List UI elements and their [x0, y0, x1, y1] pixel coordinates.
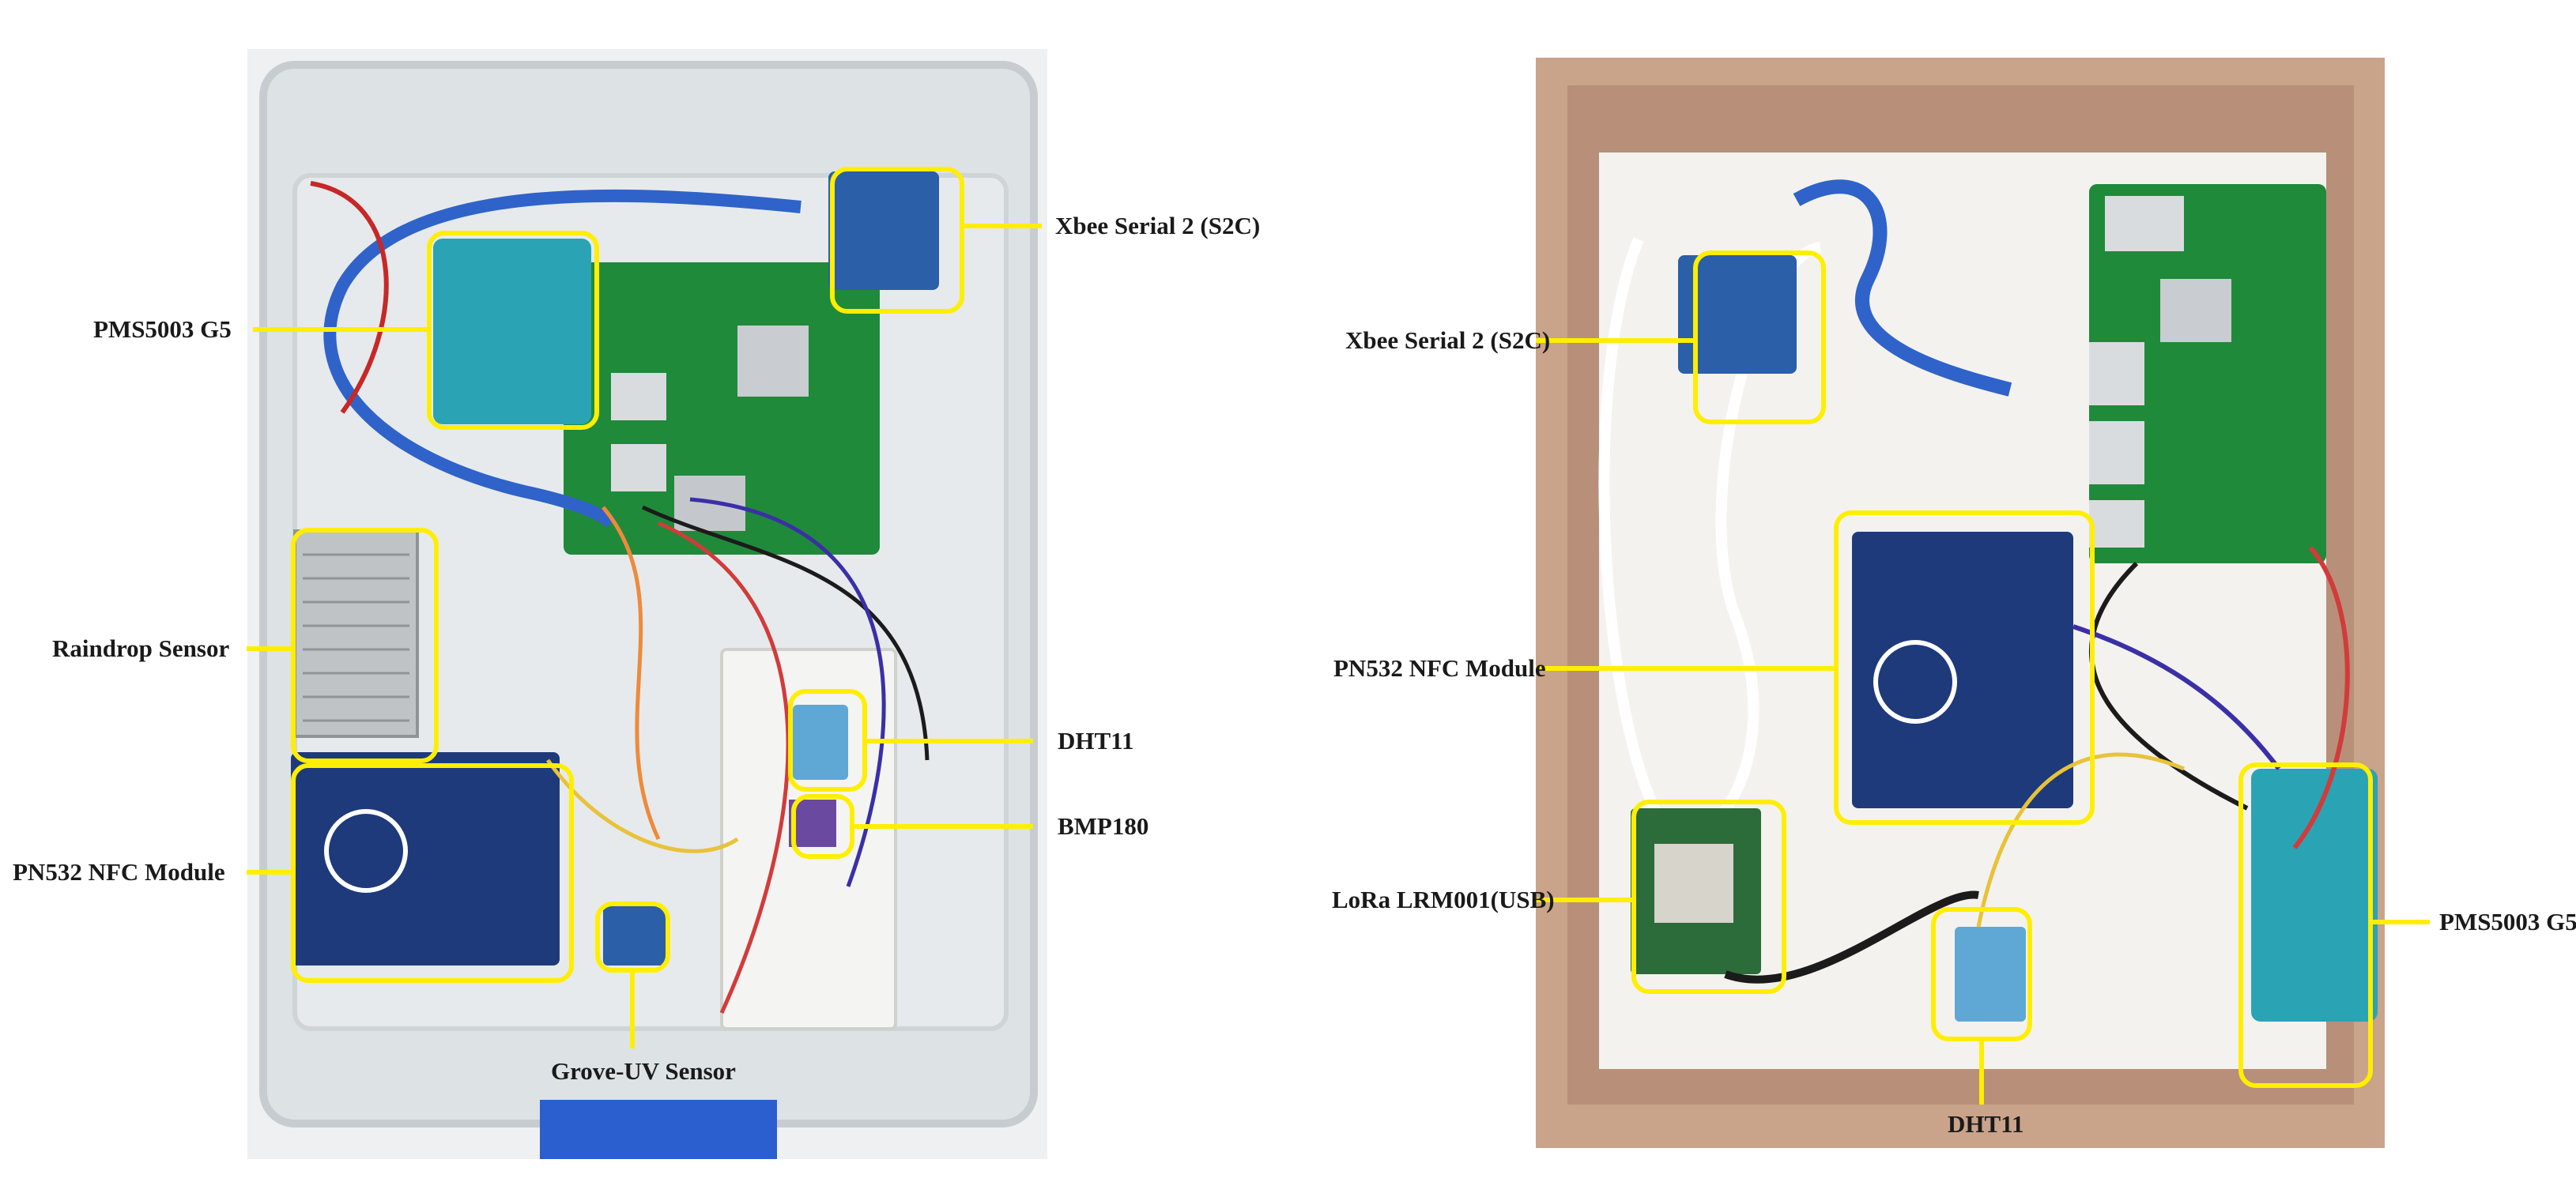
highlight-pms-right — [2238, 762, 2373, 1088]
highlight-lora-right — [1631, 800, 1786, 994]
label-uv-left: Grove-UV Sensor — [551, 1057, 736, 1085]
highlight-dht11-right — [1931, 907, 2032, 1041]
label-bmp180-left: BMP180 — [1058, 812, 1149, 840]
nfc-board — [291, 752, 560, 966]
label-raindrop-left: Raindrop Sensor — [52, 634, 230, 662]
dht11-sensor-right — [1955, 927, 2026, 1022]
pms5003-sensor — [433, 239, 591, 424]
highlight-raindrop-left — [291, 528, 439, 763]
label-xbee-right: Xbee Serial 2 (S2C) — [1345, 326, 1551, 354]
label-nfc-right: PN532 NFC Module — [1333, 654, 1546, 682]
highlight-pms-left — [427, 231, 599, 430]
label-pms-left: PMS5003 G5 — [93, 315, 232, 343]
xbee-module — [828, 171, 939, 290]
raindrop-sensor — [293, 529, 419, 738]
leader-uv-left — [630, 973, 635, 1048]
highlight-nfc-left — [291, 763, 574, 983]
highlight-xbee-left — [830, 167, 964, 314]
leader-pms-left — [253, 327, 427, 332]
highlight-nfc-right — [1834, 510, 2095, 825]
highlight-xbee-right — [1693, 250, 1826, 424]
leader-nfc-left — [247, 870, 291, 875]
label-xbee-left: Xbee Serial 2 (S2C) — [1055, 212, 1261, 239]
leader-pms-right — [2373, 920, 2430, 924]
xbee-module-right — [1678, 255, 1797, 374]
left-photo — [247, 49, 1047, 1159]
raspberry-pi-board-right — [2089, 184, 2326, 563]
leader-xbee-right — [1536, 338, 1693, 343]
highlight-bmp180-left — [791, 794, 854, 859]
grove-uv-sensor — [603, 906, 666, 966]
leader-raindrop-left — [247, 646, 291, 651]
leader-nfc-right — [1536, 666, 1834, 671]
leader-bmp180-left — [854, 824, 1033, 829]
pms5003-sensor-right — [2251, 769, 2378, 1022]
nfc-board-right — [1852, 532, 2073, 808]
label-dht11-left: DHT11 — [1058, 727, 1134, 755]
label-nfc-left: PN532 NFC Module — [13, 858, 225, 886]
box-clip — [540, 1100, 777, 1159]
label-dht11-right: DHT11 — [1948, 1110, 2024, 1138]
usb-cable-right — [1793, 179, 2012, 397]
leader-xbee-left — [964, 224, 1042, 228]
leader-dht11-left — [867, 739, 1033, 743]
dht11-sensor — [793, 705, 848, 780]
highlight-uv-left — [595, 902, 670, 973]
highlight-dht11-left — [788, 689, 867, 792]
leader-dht11-right — [1979, 1041, 1984, 1105]
label-pms-right: PMS5003 G5 — [2439, 908, 2576, 935]
label-lora-right: LoRa LRM001(USB) — [1332, 886, 1555, 913]
left-photo-scene — [247, 49, 1047, 1159]
leader-lora-right — [1536, 898, 1631, 902]
